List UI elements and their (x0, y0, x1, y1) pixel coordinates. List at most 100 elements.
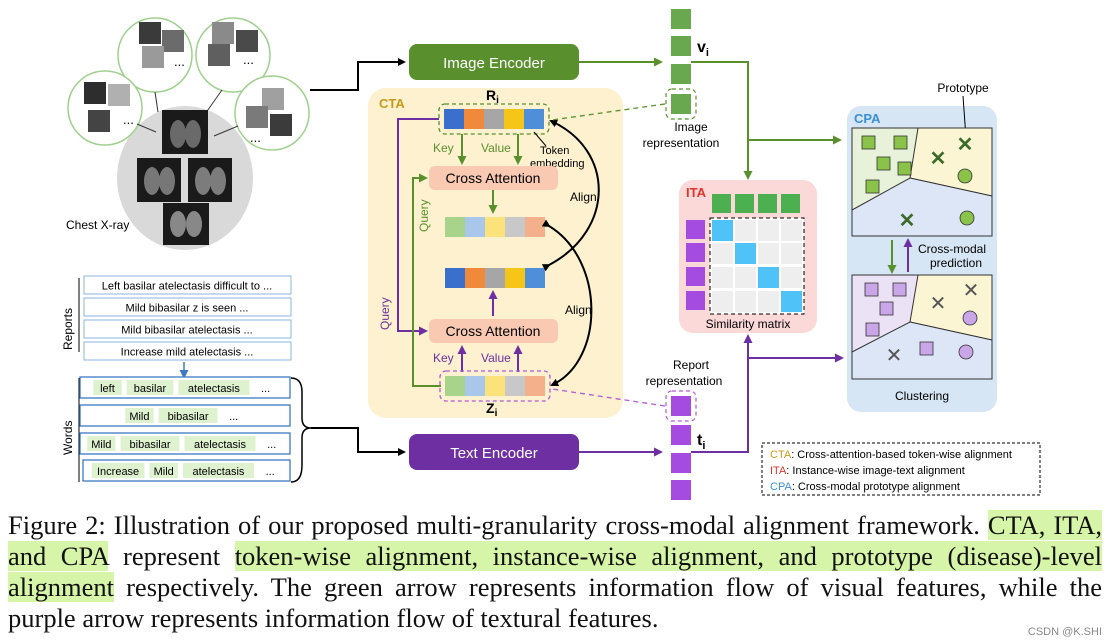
word-token: Mild (154, 466, 174, 478)
words-label: Words (61, 421, 75, 455)
report-box (83, 319, 292, 339)
patch-ellipsis: ... (243, 52, 254, 67)
ita-title: ITA (686, 185, 707, 200)
word-token: Mild (129, 411, 149, 423)
query-label-purple: Query (378, 297, 392, 330)
word-highlight (182, 463, 254, 478)
word-list: left basilar atelectasis... Mild bibasilar..… (79, 376, 291, 482)
align-arc-top (541, 119, 600, 272)
word-highlight (87, 436, 116, 451)
report-box (83, 275, 292, 295)
word-highlight (184, 436, 256, 451)
key-label-bottom: Key (433, 351, 454, 365)
legend-abbr: ITA (770, 465, 787, 477)
reports-section: Reports Left basilar atelectasis difficu… (61, 275, 292, 379)
value-label-bottom: Value (481, 351, 511, 365)
word-token: ... (261, 383, 270, 395)
cpa-module: CPA Prototype ✕ ✕ ✕ Cross-modal predicti… (847, 81, 997, 412)
report-text: Increase mild atelectasis ... (121, 347, 254, 359)
word-token: ... (229, 411, 238, 423)
value-label-top: Value (481, 141, 511, 155)
query-path-green (412, 173, 441, 387)
word-token: ... (266, 466, 275, 478)
cross-attention-top-label: Cross Attention (446, 170, 541, 186)
word-token: Increase (97, 466, 139, 478)
legend-entry: CTA: Cross-attention-based token-wise al… (770, 449, 1012, 461)
cross-attention-bottom (429, 319, 558, 343)
aligned-row-top (445, 217, 545, 237)
word-token: bibasilar (130, 439, 171, 451)
report-representation-label-2: representation (646, 374, 723, 388)
chest-xray-label: Chest X-ray (66, 218, 129, 232)
vi-label: vi (697, 39, 709, 59)
diagram-canvas: ... ... ... ... Chest X-ray I (61, 9, 1041, 500)
xray-image (188, 158, 232, 202)
cross-modal-label-2: prediction (930, 256, 982, 270)
zi-label: Zi (486, 400, 498, 419)
svg-text:✕: ✕ (930, 148, 947, 170)
word-token: left (100, 383, 115, 395)
image-representation-label-1: Image (674, 120, 708, 134)
word-token: Mild (91, 439, 111, 451)
caption-part: Figure 2: Illustration of our proposed m… (8, 510, 988, 540)
image-encoder-label: Image Encoder (443, 55, 545, 72)
svg-text:✕: ✕ (963, 280, 980, 302)
caption-part: represent (108, 541, 235, 571)
caption-part: respectively. The green arrow represents… (8, 572, 1102, 633)
word-token: atelectasis (194, 439, 246, 451)
word-highlight (91, 463, 145, 478)
cross-attention-top (429, 166, 558, 190)
report-text: Mild bibasilar atelectasis ... (121, 325, 252, 337)
word-token: basilar (134, 383, 167, 395)
report-text: Mild bibasilar z is seen ... (126, 303, 249, 315)
report-rep-connector (551, 388, 666, 407)
image-rep-connector (551, 103, 666, 121)
align-label-bottom: Align (565, 303, 592, 317)
word-highlight (158, 408, 218, 423)
clustering-label: Clustering (895, 389, 949, 403)
align-label-top: Align (570, 190, 597, 204)
words-to-encoder-arrow (311, 427, 406, 456)
report-box (83, 297, 292, 317)
legend-entry: ITA: Instance-wise image-text alignment (770, 465, 965, 477)
key-label-top: Key (433, 141, 454, 155)
svg-text:✕: ✕ (957, 134, 974, 156)
ti-label: ti (697, 432, 705, 452)
xray-image (162, 110, 208, 154)
figure-caption: Figure 2: Illustration of our proposed m… (8, 510, 1102, 634)
patch-ellipsis: ... (250, 130, 261, 145)
report-token-column (665, 390, 697, 500)
zi-token-row (439, 370, 551, 402)
report-representation-label-1: Report (673, 358, 710, 372)
legend-text: : Instance-wise image-text alignment (786, 465, 965, 477)
ti-to-ita-arrow (691, 334, 753, 453)
patch-ellipsis: ... (123, 112, 134, 127)
cta-title: CTA (379, 96, 405, 111)
report-box (83, 341, 292, 361)
legend-text: : Cross-attention-based token-wise align… (791, 449, 1012, 461)
cpa-title: CPA (854, 111, 881, 126)
prototype-label: Prototype (937, 81, 989, 95)
words-section: Words left basilar atelectasis... Mild bibas… (61, 376, 312, 483)
legend: CTA: Cross-attention-based token-wise al… (761, 442, 1041, 496)
cta-module: CTA Ri Token embedding Key Value Cross A… (368, 87, 623, 419)
word-highlight (120, 436, 180, 451)
reports-label: Reports (61, 308, 75, 350)
cross-modal-label-1: Cross-modal (918, 242, 986, 256)
word-token: atelectasis (192, 466, 244, 478)
svg-text:✕: ✕ (899, 210, 916, 232)
cross-attention-bottom-label: Cross Attention (446, 323, 541, 339)
framework-diagram: ... ... ... ... Chest X-ray I (61, 9, 1041, 500)
word-highlight (125, 408, 154, 423)
patch-ellipsis: ... (174, 54, 185, 69)
similarity-matrix-label: Similarity matrix (706, 317, 791, 331)
chest-xray-cluster: ... ... ... ... Chest X-ray (66, 17, 310, 250)
image-encoder-block: Image Encoder (409, 44, 579, 80)
visual-prototype-panel: ✕ ✕ ✕ (851, 127, 993, 237)
similarity-grid (709, 217, 805, 315)
ita-module: ITA Similari (679, 180, 817, 333)
word-token: ... (267, 439, 276, 451)
xray-image (137, 158, 181, 202)
legend-abbr: CTA (770, 449, 792, 461)
image-representation-label-2: representation (643, 136, 720, 150)
